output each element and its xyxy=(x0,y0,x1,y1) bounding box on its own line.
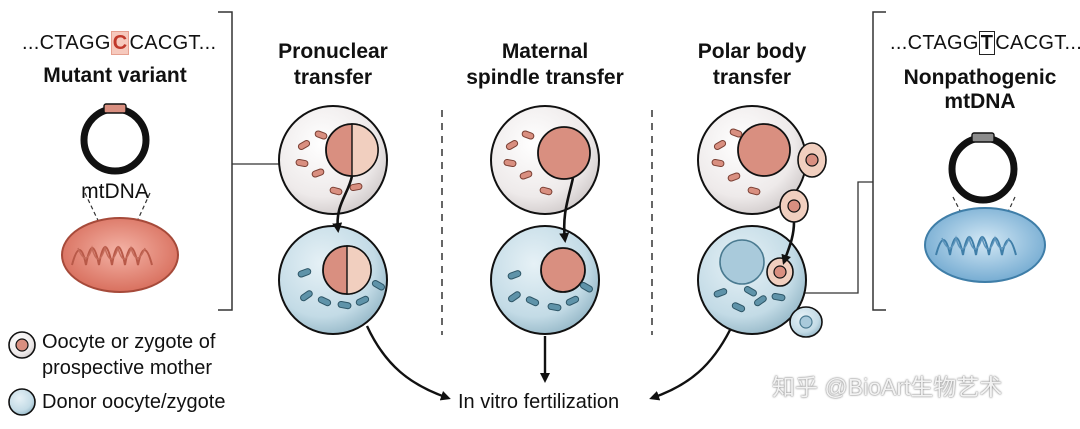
polar-title-line2: transfer xyxy=(712,66,792,89)
spindle-mother-cell xyxy=(490,105,600,215)
mutant-variant-label: Mutant variant xyxy=(43,64,187,87)
nonpathogenic-plasmid-icon xyxy=(948,132,1018,204)
spindle-title-line1: Maternal xyxy=(501,40,589,63)
pronuclear-title-line2: transfer xyxy=(293,66,373,89)
legend-mother-line2: prospective mother xyxy=(42,357,213,379)
spindle-arrow xyxy=(559,177,575,243)
spindle-donor-cell xyxy=(490,225,600,335)
mutant-plasmid-icon xyxy=(80,103,150,175)
watermark: 知乎 @BioArt生物艺术 xyxy=(772,374,1003,400)
spindle-title-line2: spindle transfer xyxy=(466,66,624,89)
nonpathogenic-label-line1: Nonpathogenic xyxy=(903,66,1057,89)
mtdna-label: mtDNA xyxy=(81,180,149,203)
polar-arrow xyxy=(781,221,796,265)
ivf-arrow-left xyxy=(365,325,451,401)
polar-title-line1: Polar body xyxy=(697,40,807,63)
pronuclear-donor-cell xyxy=(278,225,388,335)
mutant-mitochondrion-icon xyxy=(61,192,179,293)
pronuclear-arrow xyxy=(332,175,354,233)
mutant-base: C xyxy=(110,31,130,55)
ivf-label: In vitro fertilization xyxy=(458,391,620,413)
nonpathogenic-base: T xyxy=(978,31,996,55)
polar-donor-cell xyxy=(697,225,823,338)
pronuclear-mother-cell xyxy=(278,105,388,215)
nonpathogenic-label-line2: mtDNA xyxy=(944,90,1016,113)
legend-mother-swatch-icon xyxy=(8,331,36,359)
legend-mother-line1: Oocyte or zygote of xyxy=(42,331,216,353)
legend-donor: Donor oocyte/zygote xyxy=(42,391,226,413)
pronuclear-title-line1: Pronuclear xyxy=(278,40,388,63)
polar-mother-cell xyxy=(697,105,827,223)
nonpathogenic-mitochondrion-icon xyxy=(924,196,1046,283)
right-bracket xyxy=(788,11,886,311)
ivf-arrow-right xyxy=(649,329,732,401)
legend-donor-swatch-icon xyxy=(8,388,36,416)
